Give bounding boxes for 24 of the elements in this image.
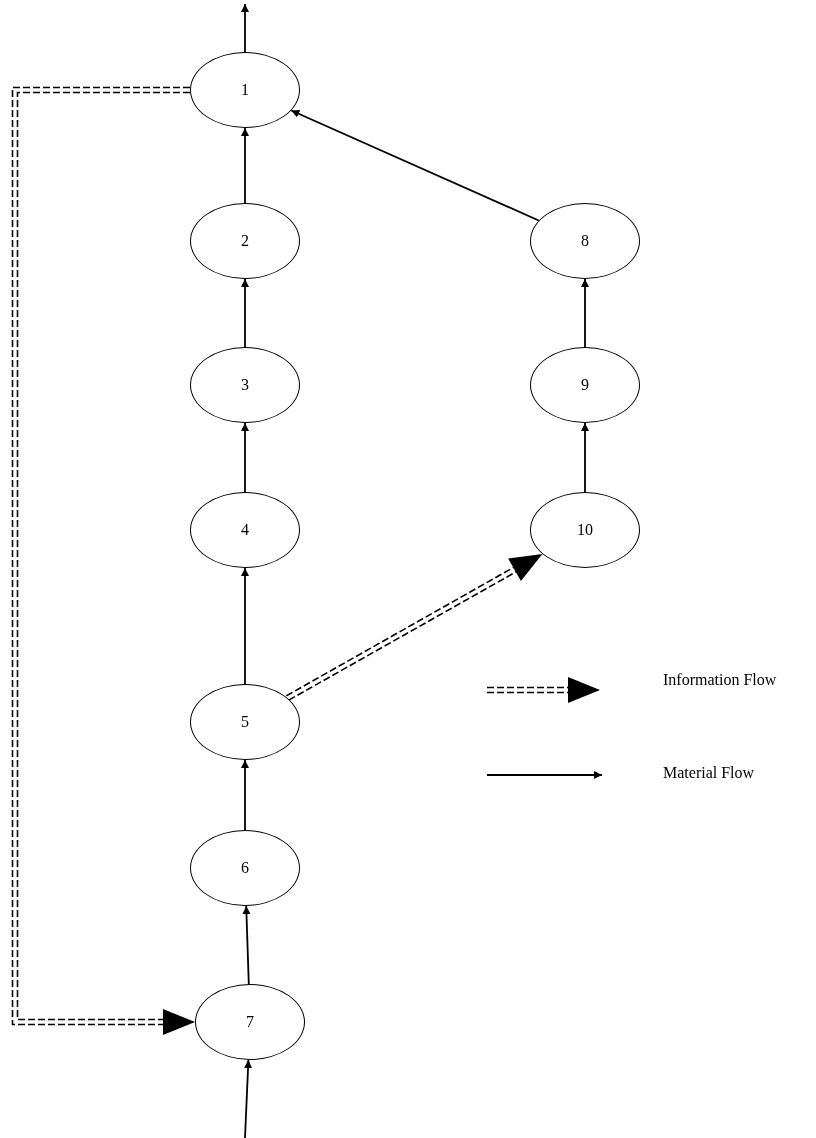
node-number: 9 xyxy=(581,377,589,393)
material-flow-arrow xyxy=(244,1059,253,1138)
material-flow-arrow xyxy=(581,278,589,348)
node-number: 5 xyxy=(241,714,249,730)
legend-text: Material Flow xyxy=(663,763,756,783)
material-flow-arrow xyxy=(241,127,249,204)
information-flow-arrow xyxy=(11,86,195,1035)
material-flow-arrow xyxy=(241,567,249,685)
information-flow-arrow xyxy=(285,554,543,701)
node-number: 3 xyxy=(241,377,249,393)
material-flow-arrow xyxy=(242,905,251,985)
node-number: 7 xyxy=(246,1014,254,1030)
material-flow-arrow xyxy=(241,759,249,831)
node-number: 10 xyxy=(577,522,593,538)
node-number: 4 xyxy=(241,522,249,538)
material-flow-arrow xyxy=(241,278,249,348)
legend-text: Information Flow xyxy=(663,670,778,690)
node-number: 8 xyxy=(581,233,589,249)
material-flow-arrow xyxy=(581,422,589,493)
material-flow-arrow xyxy=(241,3,249,53)
node-number: 2 xyxy=(241,233,249,249)
node-number: 1 xyxy=(241,82,249,98)
node-number: 6 xyxy=(241,860,249,876)
material-flow-arrow xyxy=(241,422,249,493)
